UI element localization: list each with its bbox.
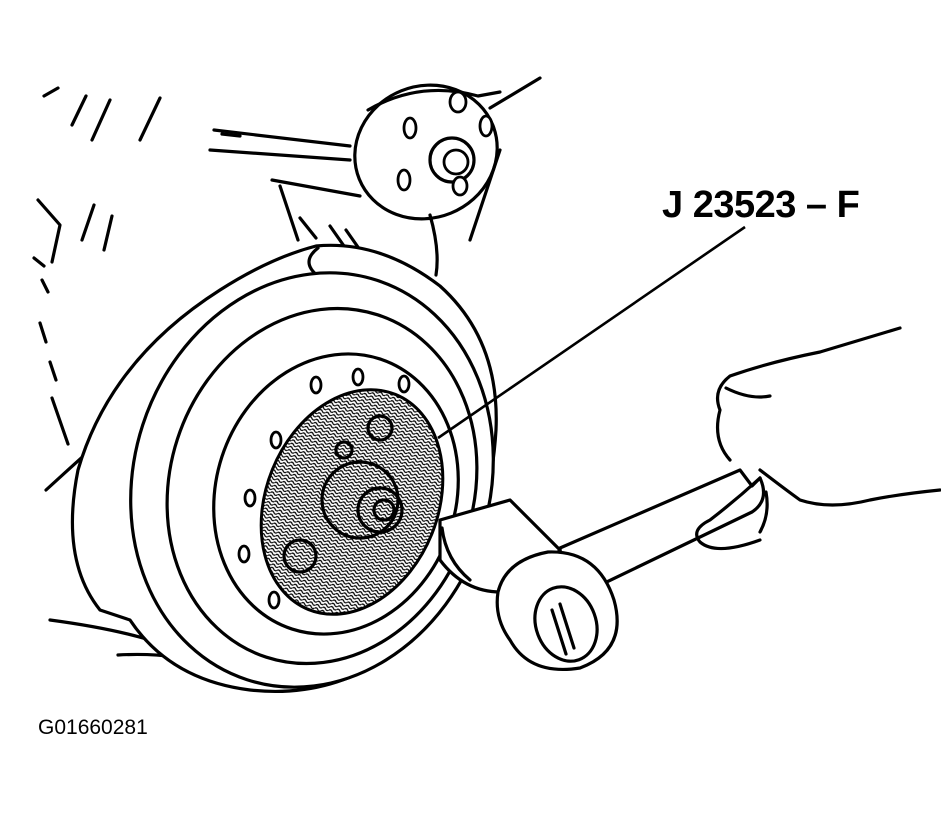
figure-id: G01660281: [38, 716, 148, 739]
tool-callout-label: J 23523 – F: [662, 184, 860, 226]
callout-leader-line: [437, 225, 746, 440]
hand-icon: [695, 326, 941, 551]
harmonic-balancer-puller-icon: [259, 388, 445, 616]
upper-pulley: [208, 76, 542, 277]
